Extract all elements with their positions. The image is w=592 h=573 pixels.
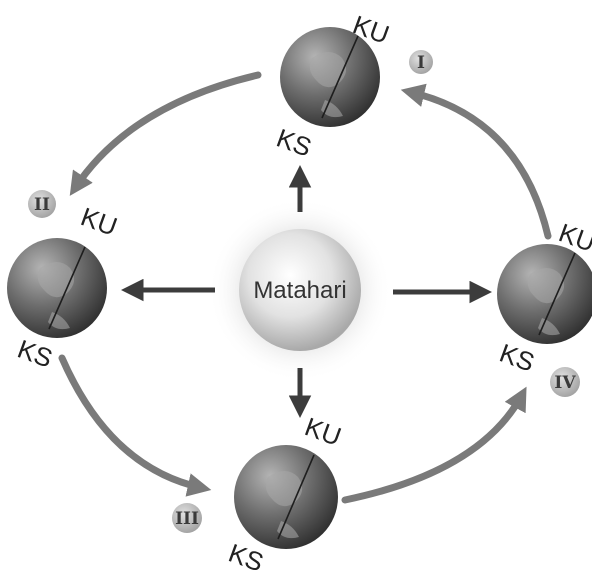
position-badge: IV [550, 367, 580, 397]
south-pole-label: KS [273, 123, 316, 163]
south-pole-label: KS [14, 334, 57, 374]
north-pole-label: KU [301, 411, 345, 452]
orbit-arrow-iii-to-iv [341, 386, 527, 504]
orbit-arrow-i-to-ii [69, 71, 262, 196]
svg-text:III: III [175, 509, 199, 529]
sun-label: Matahari [253, 277, 346, 304]
sun: Matahari [208, 198, 392, 382]
position-badge: II [28, 190, 56, 218]
position-badge: I [409, 50, 433, 74]
position-badge: III [172, 503, 202, 533]
orbit-arrow-ii-to-iii [58, 354, 212, 497]
orbit-arrows [58, 71, 552, 504]
svg-text:IV: IV [554, 373, 576, 393]
earth-position-iv: KU KS IV [496, 217, 592, 397]
sun-body [239, 229, 361, 351]
sun-arrows [121, 165, 492, 418]
orbit-arrow-iv-to-i [400, 83, 552, 240]
svg-text:I: I [417, 53, 425, 73]
earth-globe [234, 445, 338, 549]
earth-position-ii: KU KS II [7, 190, 121, 374]
earth-globe [280, 27, 380, 127]
earth-position-i: KU KS I [273, 9, 433, 163]
north-pole-label: KU [77, 201, 121, 242]
svg-text:II: II [34, 195, 50, 215]
earth-position-iii: KU KS III [172, 411, 345, 573]
south-pole-label: KS [225, 538, 268, 573]
earth-globe [7, 238, 107, 338]
earth-globe [497, 244, 592, 344]
south-pole-label: KS [496, 338, 539, 378]
